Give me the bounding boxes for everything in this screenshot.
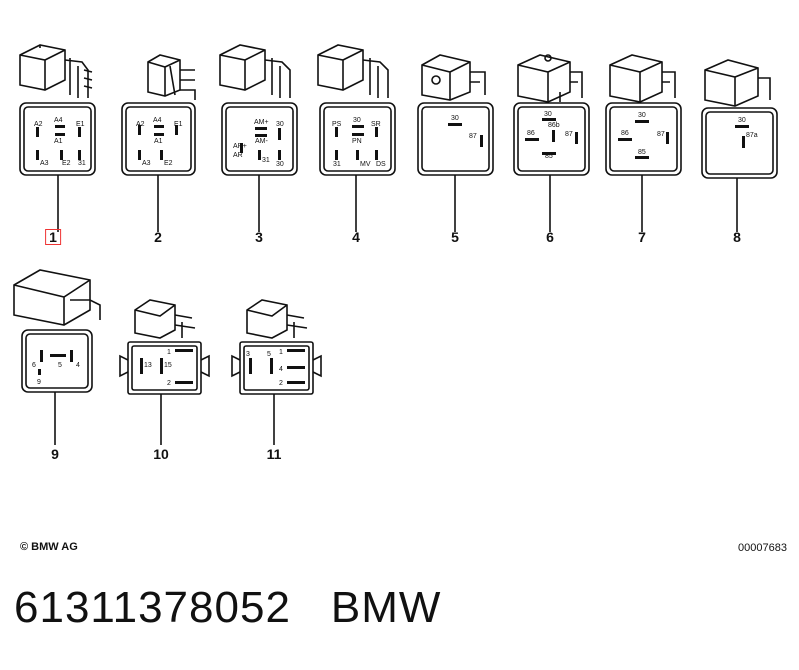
pin-label: 31 [333, 161, 341, 168]
copyright-text: © BMW AG [20, 541, 78, 553]
pin-label: E1 [76, 121, 85, 128]
pin-label: AR [233, 152, 243, 159]
callout-1[interactable]: 1 [45, 229, 61, 245]
pin-label: 2 [167, 380, 171, 387]
pin-label: 6 [32, 362, 36, 369]
pin-label: A4 [54, 117, 63, 124]
pin-label: 3 [246, 351, 250, 358]
callout-9[interactable]: 9 [51, 446, 59, 462]
pin-label: 85 [545, 153, 553, 160]
pin-label: 30 [276, 161, 284, 168]
pin-label: 87 [469, 133, 477, 140]
pin-label: 30 [353, 117, 361, 124]
pin-label: 30 [638, 112, 646, 119]
callout-10[interactable]: 10 [153, 446, 169, 462]
part-number-line: 61311378052 BMW [14, 583, 441, 633]
callout-11[interactable]: 11 [266, 446, 282, 462]
callout-4[interactable]: 4 [352, 229, 360, 245]
pin-label: 13 [144, 362, 152, 369]
pin-label: E1 [174, 121, 183, 128]
pin-label: 86 [621, 130, 629, 137]
pin-label: E2 [62, 160, 71, 167]
pin-label: DS [376, 161, 386, 168]
callout-6[interactable]: 6 [546, 229, 554, 245]
relay-9[interactable] [13, 269, 101, 445]
relay-3[interactable] [219, 44, 298, 232]
relay-8[interactable] [701, 59, 778, 232]
pin-label: 4 [76, 362, 80, 369]
relay-6[interactable] [513, 54, 590, 232]
pin-label: A4 [153, 117, 162, 124]
pin-label: 87a [746, 132, 758, 139]
pin-label: A3 [142, 160, 151, 167]
relay-1-pins [36, 125, 81, 160]
pin-label: 30 [451, 115, 459, 122]
pin-label: 4 [279, 366, 283, 373]
pin-label: A1 [54, 138, 63, 145]
pin-label: 5 [267, 351, 271, 358]
callout-7[interactable]: 7 [638, 229, 646, 245]
pin-label: 87 [565, 131, 573, 138]
relay-5[interactable] [417, 54, 494, 232]
pin-label: SR [371, 121, 381, 128]
callout-2[interactable]: 2 [154, 229, 162, 245]
pin-label: 30 [276, 121, 284, 128]
pin-label: 2 [279, 380, 283, 387]
relay-10[interactable] [119, 299, 210, 445]
relay-2[interactable] [121, 54, 196, 232]
document-number: 00007683 [738, 542, 787, 554]
relay-1[interactable] [19, 44, 96, 232]
pin-label: 30 [544, 111, 552, 118]
pin-label: PS [332, 121, 342, 128]
pin-label: 1 [167, 349, 171, 356]
pin-label: 86b [548, 122, 560, 129]
brand-name: BMW [330, 583, 442, 632]
pin-label: 30 [738, 117, 746, 124]
pin-label: A2 [34, 121, 43, 128]
pin-label: 86 [527, 130, 535, 137]
pin-label: A3 [40, 160, 49, 167]
relay-11[interactable] [231, 299, 322, 445]
callout-8[interactable]: 8 [733, 229, 741, 245]
pin-label: A2 [136, 121, 145, 128]
pin-label: AM- [255, 138, 269, 145]
pin-label: PN [352, 138, 362, 145]
pin-label: AR+ [233, 143, 247, 150]
pin-label: 9 [37, 379, 41, 386]
pin-label: 31 [262, 157, 270, 164]
callout-3[interactable]: 3 [255, 229, 263, 245]
pin-label: 15 [164, 362, 172, 369]
part-number: 61311378052 [14, 583, 291, 632]
pin-label: 85 [638, 149, 646, 156]
pin-label: AM+ [254, 119, 269, 126]
pin-label: A1 [154, 138, 163, 145]
relay-7[interactable] [605, 54, 682, 232]
relay-4[interactable] [317, 44, 396, 232]
pin-label: E2 [164, 160, 173, 167]
pin-label: 31 [78, 160, 86, 167]
pin-label: MV [360, 161, 371, 168]
callout-5[interactable]: 5 [451, 229, 459, 245]
pin-label: 5 [58, 362, 62, 369]
pin-label: 1 [279, 349, 283, 356]
pin-label: 87 [657, 131, 665, 138]
